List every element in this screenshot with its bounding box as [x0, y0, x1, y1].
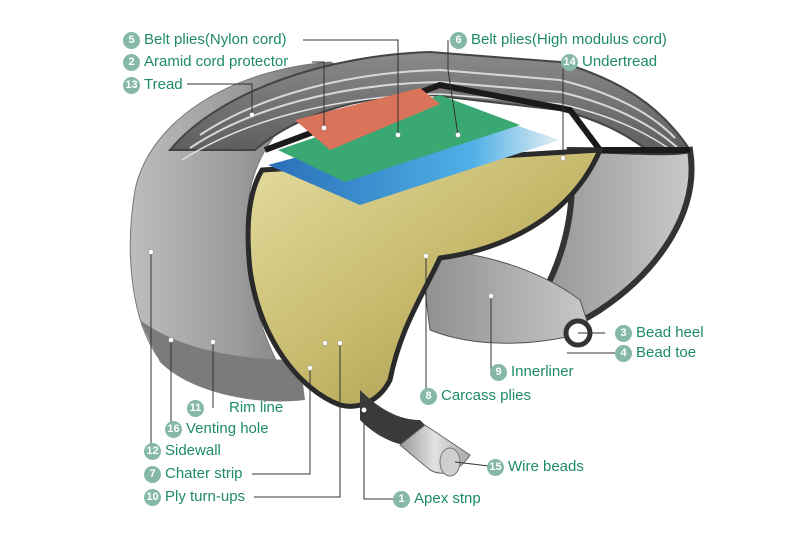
innerliner-band	[419, 249, 591, 344]
badge-number: 12	[144, 442, 161, 460]
badge-number: 11	[187, 399, 204, 417]
badge-number: 5	[123, 31, 140, 49]
badge-number: 7	[144, 465, 161, 483]
wire-bead-end	[439, 447, 461, 477]
label-text: Bead heel	[636, 324, 704, 341]
label-text: Wire beads	[508, 458, 584, 475]
badge-number: 10	[144, 488, 161, 506]
belt-orange-shape	[295, 88, 440, 150]
label-text: Aramid cord protector	[144, 53, 289, 70]
badge-number: 9	[490, 363, 507, 381]
label-text: Innerliner	[511, 363, 574, 380]
badge-number: 8	[420, 387, 437, 405]
badge-number: 6	[450, 31, 467, 49]
badge-number: 13	[123, 76, 140, 94]
label-text: Ply turn-ups	[165, 488, 246, 505]
label-text: Tread	[144, 76, 183, 93]
badge-number: 3	[615, 324, 632, 342]
label-rim-line: 11 Rim line	[187, 398, 283, 418]
label-text: Rim line	[229, 399, 284, 416]
badge-number: 2	[123, 53, 140, 71]
tread-groove-2	[189, 80, 681, 151]
badge-number: 16	[165, 420, 182, 438]
label-text: Undertread	[582, 53, 658, 70]
label-text: Chater strip	[165, 465, 243, 482]
label-text: Apex stnp	[414, 490, 481, 507]
label-text: Belt plies(Nylon cord)	[144, 31, 287, 48]
label-text: Bead toe	[636, 344, 697, 361]
belt-green-shape	[278, 95, 520, 182]
badge-number: 4	[615, 344, 632, 362]
badge-number: 15	[487, 458, 504, 476]
leader-dots	[148, 112, 566, 413]
badge-number: 1	[393, 490, 410, 508]
leader-lines	[150, 39, 617, 500]
carcass-shape	[245, 147, 604, 409]
tread-groove-1	[199, 68, 676, 139]
sidewall-lower-band	[140, 320, 305, 402]
label-text: Belt plies(High modulus cord)	[471, 31, 667, 48]
badge-number: 14	[561, 53, 578, 71]
label-text: Carcass plies	[441, 387, 532, 404]
label-text: Venting hole	[186, 420, 269, 437]
label-text: Sidewall	[165, 442, 221, 459]
